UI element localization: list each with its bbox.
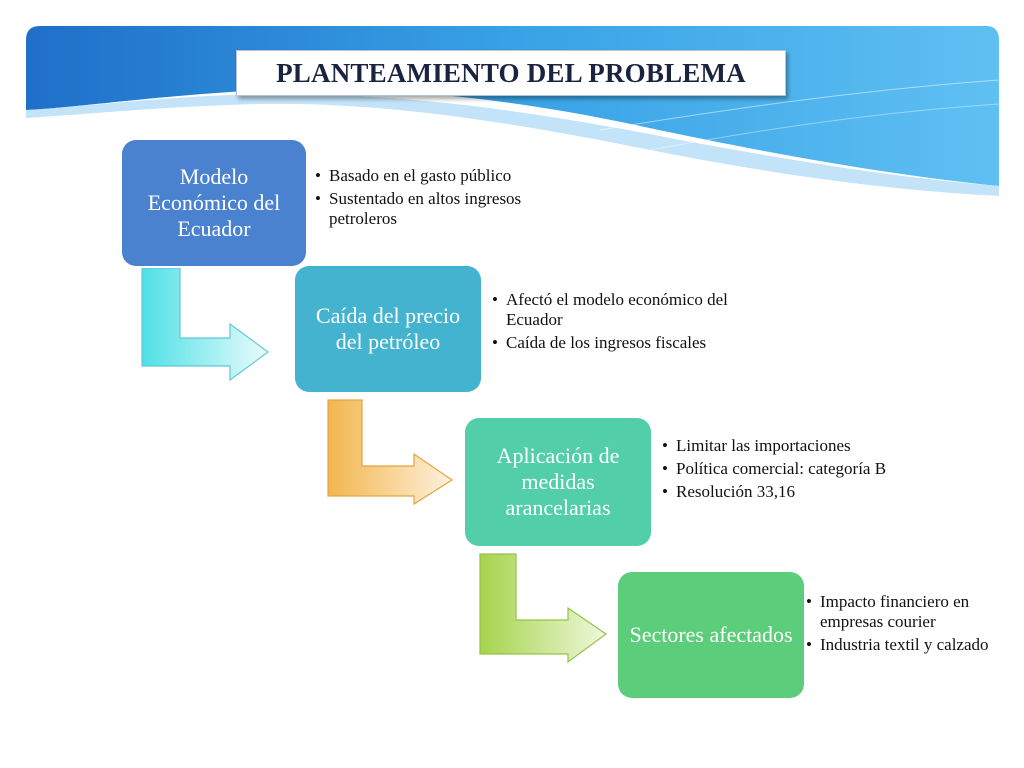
list-item: Caída de los ingresos fiscales [492,333,742,353]
bent-arrow-icon [141,268,270,382]
step-label: Sectores afectados [629,622,793,647]
list-item: Resolución 33,16 [662,482,892,502]
step-1-bullet-list: Basado en el gasto público Sustentado en… [315,166,565,232]
list-item: Basado en el gasto público [315,166,565,186]
step-box-oil-price-drop: Caída del precio del petróleo [295,266,481,392]
list-item: Industria textil y calzado [806,635,1022,655]
step-box-tariff-measures: Aplicación de medidas arancelarias [465,418,651,546]
step-box-affected-sectors: Sectores afectados [618,572,804,698]
page-title: PLANTEAMIENTO DEL PROBLEMA [236,50,786,96]
list-item: Impacto financiero en empresas courier [806,592,1022,632]
bent-arrow-icon [479,553,608,664]
step-3-bullet-list: Limitar las importaciones Política comer… [662,436,892,505]
step-label: Aplicación de medidas arancelarias [496,443,620,520]
list-item: Política comercial: categoría B [662,459,892,479]
list-item: Afectó el modelo económico del Ecuador [492,290,742,330]
list-item: Sustentado en altos ingresos petroleros [315,189,565,229]
step-4-bullet-list: Impacto financiero en empresas courier I… [806,592,1022,658]
list-item: Limitar las importaciones [662,436,892,456]
step-label: Modelo Económico del Ecuador [147,164,281,241]
step-label: Caída del precio del petróleo [315,303,461,354]
step-2-bullet-list: Afectó el modelo económico del Ecuador C… [492,290,742,356]
step-box-economic-model: Modelo Económico del Ecuador [122,140,306,266]
bent-arrow-icon [327,399,454,506]
